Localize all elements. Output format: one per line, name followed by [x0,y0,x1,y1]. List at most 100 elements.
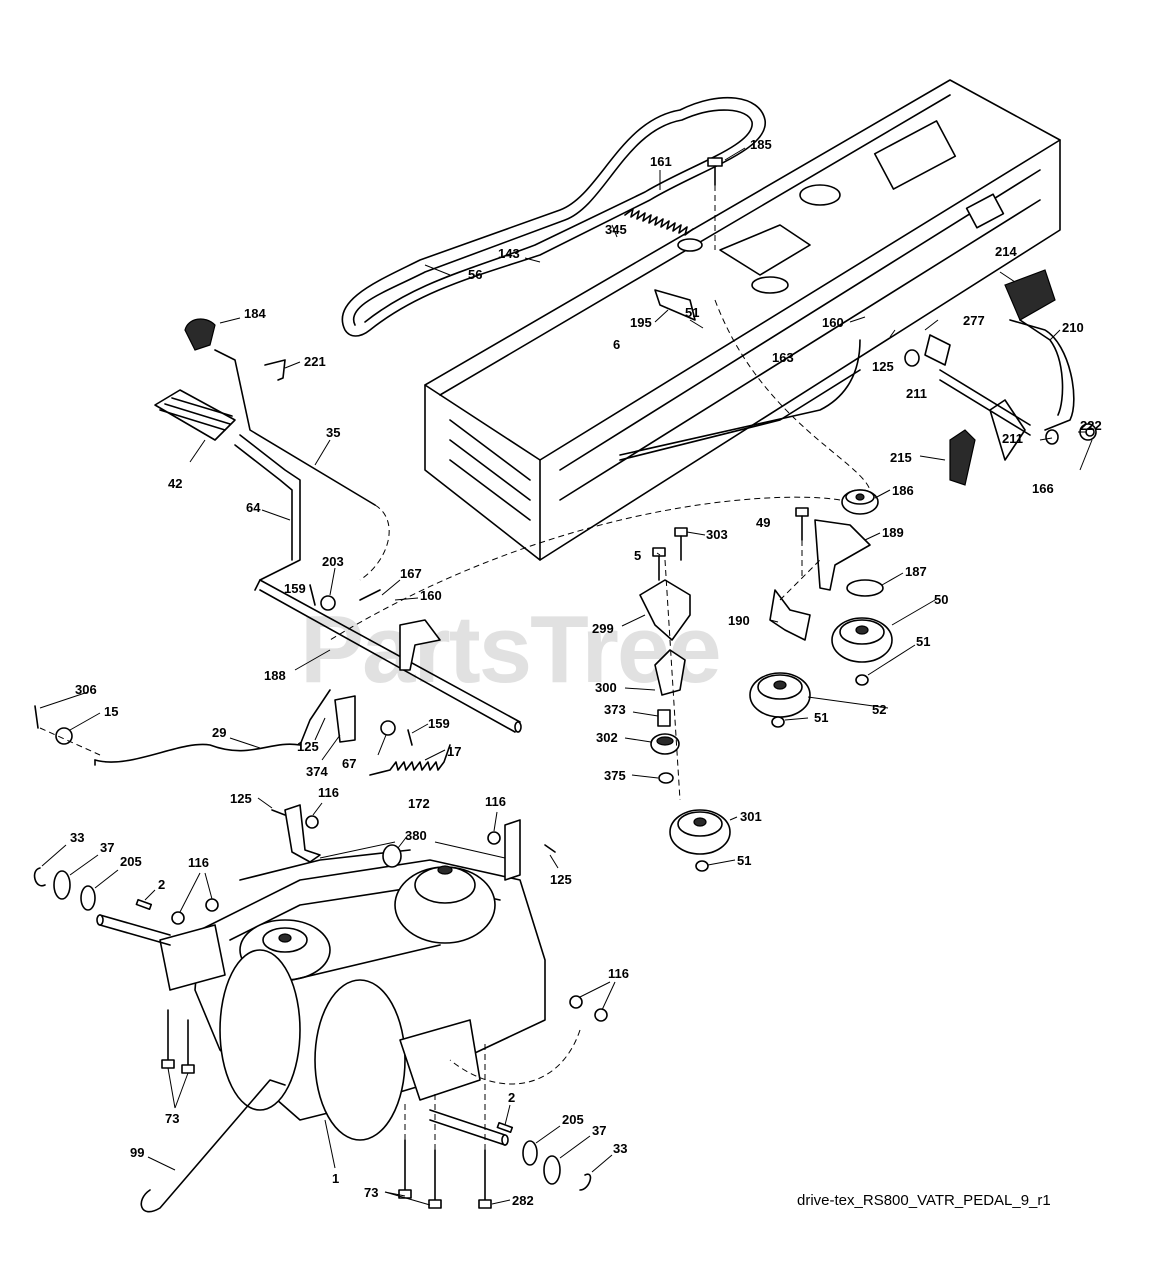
callout-116: 116 [318,785,339,800]
callout-211: 211 [906,386,927,401]
rod-35 [214,349,376,506]
callout-17: 17 [447,744,461,759]
callout-214: 214 [995,244,1017,259]
nut-116-b [487,831,501,845]
callout-222: 222 [1080,418,1102,433]
callout-375: 375 [604,768,626,783]
callout-189: 189 [882,525,904,540]
callout-184: 184 [244,306,266,321]
pin-159-b [407,729,413,746]
pad-184 [184,318,216,351]
clip-221 [264,359,286,381]
callout-167: 167 [400,566,422,581]
bracket-300 [654,649,686,696]
callout-187: 187 [905,564,927,579]
callout-210: 210 [1062,320,1084,335]
nut-375 [658,772,674,784]
callout-labels: 185 161 345 143 56 51 195 6 214 160 277 … [70,137,1102,1208]
washer-203 [320,595,336,611]
callout-73: 73 [165,1111,179,1126]
callout-leaders [39,147,1093,1206]
bracket-190 [769,589,811,641]
callout-56: 56 [468,267,482,282]
callout-159: 159 [284,581,306,596]
bearing-302 [650,733,680,755]
pulley-50 [831,617,893,663]
nut-116-d2 [594,1008,608,1022]
rod-29 [94,689,331,763]
callout-380: 380 [405,828,427,843]
callout-67: 67 [342,756,356,771]
nut-51-b [855,674,869,686]
spring-17 [369,744,451,776]
callout-160: 160 [420,588,442,603]
nut-116-a [305,815,319,829]
callout-116: 116 [485,794,506,809]
callout-51: 51 [916,634,930,649]
callout-33: 33 [613,1141,627,1156]
clip-167 [359,589,381,601]
spring-161 [624,208,694,236]
callout-205: 205 [120,854,142,869]
callout-99: 99 [130,1145,144,1160]
callout-64: 64 [246,500,261,515]
washer-205-a [80,885,96,911]
callout-33: 33 [70,830,84,845]
rod-163 [619,339,861,456]
drive-belt [341,96,766,337]
bolt-49 [795,507,809,580]
pin-306 [34,705,39,729]
callout-205: 205 [562,1112,584,1127]
bolt-125-c [271,809,286,816]
callout-29: 29 [212,725,226,740]
key-2-a [135,898,153,911]
callout-42: 42 [168,476,182,491]
callout-203: 203 [322,554,344,569]
callout-161: 161 [650,154,672,169]
callout-172: 172 [408,796,430,811]
spacer-373 [657,709,671,727]
callout-301: 301 [740,809,762,824]
callout-159: 159 [428,716,450,731]
callout-73: 73 [364,1185,378,1200]
callout-163: 163 [772,350,794,365]
callout-116: 116 [188,855,209,870]
callout-116: 116 [608,966,629,981]
pulley-186 [841,489,879,515]
callout-195: 195 [630,315,652,330]
callout-51: 51 [814,710,828,725]
callout-221: 221 [304,354,326,369]
callout-345: 345 [605,222,627,237]
callout-166: 166 [1032,481,1054,496]
callout-277: 277 [963,313,985,328]
callout-215: 215 [890,450,912,465]
callout-190: 190 [728,613,750,628]
callout-1: 1 [332,1171,339,1186]
callout-300: 300 [595,680,617,695]
callout-37: 37 [100,840,114,855]
bolt-282 [478,1149,492,1209]
callout-299: 299 [592,621,614,636]
callout-188: 188 [264,668,286,683]
callout-282: 282 [512,1193,534,1208]
key-2-b [496,1121,514,1134]
axle-left [99,914,171,946]
callout-49: 49 [756,515,770,530]
pulley-301 [669,809,731,855]
washer-205-b [522,1140,538,1166]
callout-211: 211 [1002,431,1023,446]
callout-15: 15 [104,704,118,719]
callout-125: 125 [297,739,319,754]
bracket-172-right [504,819,521,881]
callout-306: 306 [75,682,97,697]
nut-51-c [771,716,785,728]
bracket-195 [654,289,696,321]
clip-33-b [579,1173,592,1191]
bracket-172-left [284,804,321,863]
nut-116-d1 [569,995,583,1009]
washer-187 [846,579,884,597]
bushing-380 [382,844,402,868]
callout-125: 125 [872,359,894,374]
callout-125: 125 [230,791,252,806]
